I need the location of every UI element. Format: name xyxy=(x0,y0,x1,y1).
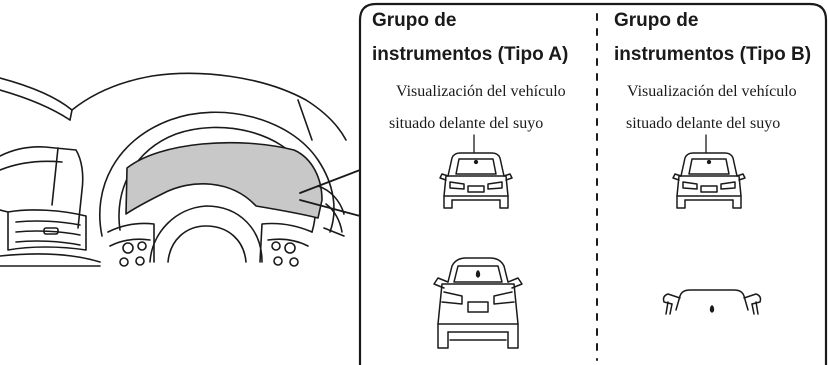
panel-a-title-line1: Grupo de xyxy=(372,10,457,31)
panel-b-title-line1: Grupo de xyxy=(614,10,699,31)
panel-a-caption-line1: Visualización del vehículo xyxy=(396,83,566,100)
dashboard-illustration xyxy=(0,72,361,267)
panel-frame xyxy=(358,2,828,365)
car-rear-small-icon xyxy=(439,152,513,209)
car-rear-wide-icon xyxy=(662,289,762,315)
panel-b-caption-line1: Visualización del vehículo xyxy=(627,83,797,100)
car-rear-large-icon xyxy=(433,257,523,349)
panel-b-title-line2: instrumentos (Tipo B) xyxy=(614,44,812,65)
panel-a-title-line2: instrumentos (Tipo A) xyxy=(372,44,569,65)
car-rear-small-icon xyxy=(672,152,746,209)
panel-a-caption-line2: situado delante del suyo xyxy=(389,115,544,132)
panel-b-caption-line2: situado delante del suyo xyxy=(626,115,781,132)
